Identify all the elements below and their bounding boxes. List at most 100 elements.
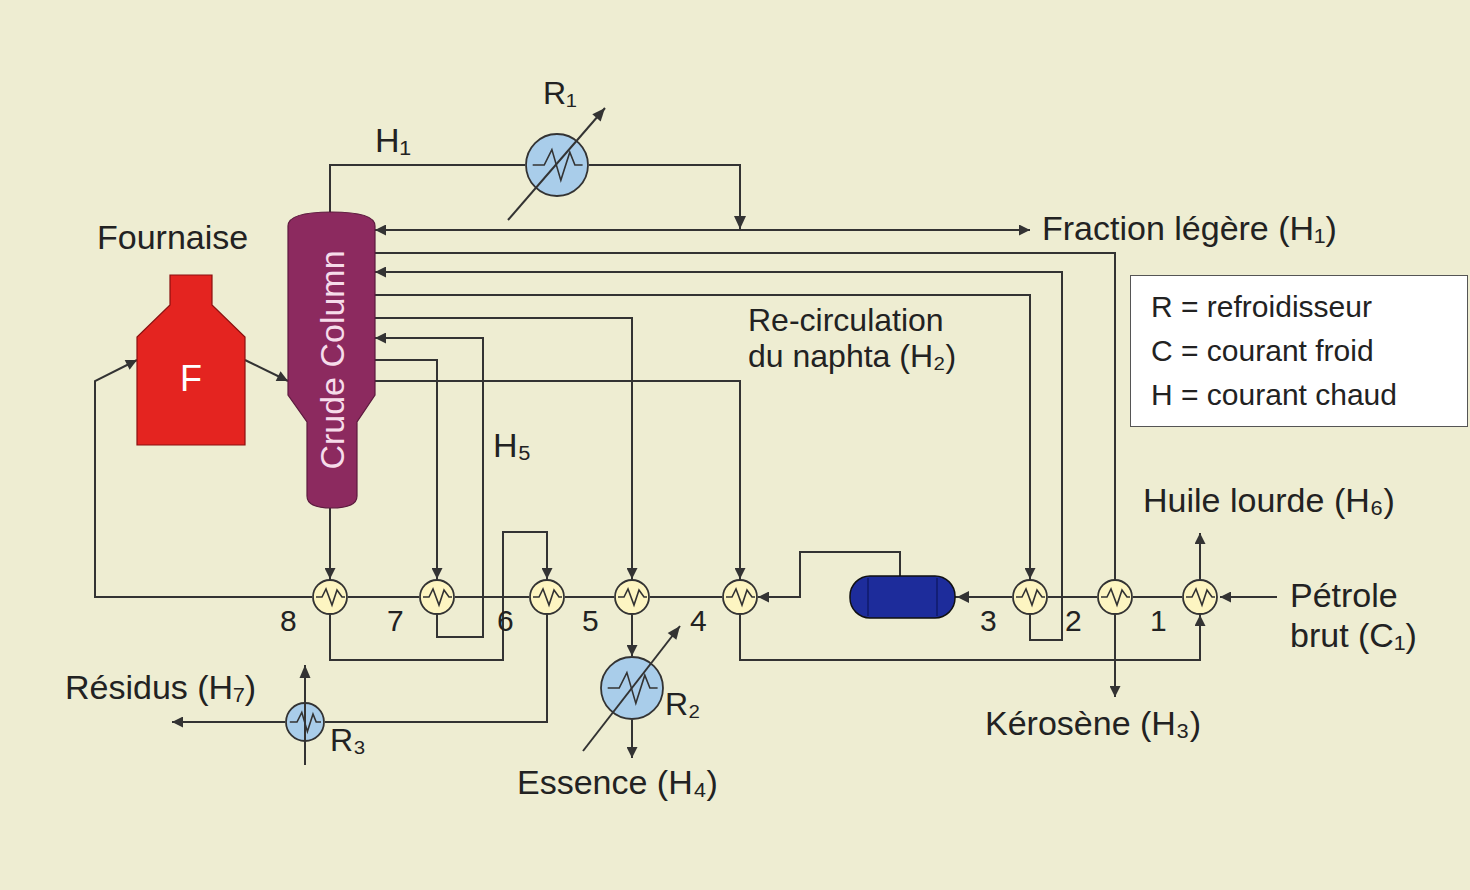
cooler-arrow [508,108,605,220]
cooler-symbol-shape [525,133,589,197]
pipe-connector [375,338,483,637]
product-line [740,229,1030,231]
pipe-connector [565,596,614,598]
exchanger-coil [316,589,345,605]
callout-number: 6 [497,603,514,638]
heat-exchanger: 4 [722,579,758,615]
exchanger-shell [1183,580,1217,614]
junction-arrowhead [734,216,746,229]
callout-number: 2 [1065,603,1082,638]
callout-number: 1 [1150,603,1167,638]
furnace-outline [137,275,245,445]
exchanger-shell [530,580,564,614]
exchanger-coil [423,589,452,605]
stream-label: Huile lourde (H₆) [1143,480,1395,520]
pipe-connector [330,532,547,660]
heat-exchanger-shape [1097,579,1133,615]
product-line [1199,533,1201,579]
callout-number: 7 [387,603,404,638]
stream-label: Re-circulation du naphta (H₂) [748,302,973,374]
callout-number: 3 [980,603,997,638]
cooler-symbol: R₁ [525,133,589,197]
product-line [172,721,285,723]
legend-entry: H = courant chaud [1151,373,1447,417]
stream-label: Pétrole brut (C₁) [1290,575,1440,655]
arrowhead [300,665,311,678]
pipe-connector [455,596,529,598]
heat-exchanger: 7 [419,579,455,615]
cooler-label: R₃ [330,722,366,760]
legend-entry: C = courant froid [1151,329,1447,373]
drum-band [867,578,869,616]
heat-exchanger-shape [312,579,348,615]
exchanger-shell [313,580,347,614]
exchanger-coil [618,589,647,605]
pipe-connector [325,615,547,722]
heat-exchanger: 2 [1097,579,1133,615]
callout-number: 4 [690,603,707,638]
legend-box: R = refroidisseurC = courant froidH = co… [1130,275,1468,427]
cooler-shell [526,134,588,196]
cooler-symbol: R₂ [600,656,664,720]
exchanger-coil [1101,589,1130,605]
furnace-heading: Fournaise [97,217,248,257]
exchanger-shell [420,580,454,614]
cooler-label: R₁ [543,75,577,113]
cooler-symbol-shape [285,702,325,742]
pipe-connector [348,596,419,598]
heat-exchanger: 6 [529,579,565,615]
cooler-symbol: R₃ [285,702,325,742]
stream-label: Essence (H₄) [517,762,718,802]
heat-exchanger-shape [529,579,565,615]
heat-exchanger: 5 [614,579,650,615]
column-label: Crude Column [311,250,351,469]
callout-number: 5 [582,603,599,638]
exchanger-shell [1098,580,1132,614]
exchanger-shell [1013,580,1047,614]
pipe-connector [245,360,288,381]
pipe-connector [330,165,525,212]
cooler-arrow [304,665,306,765]
legend-entry: R = refroidisseur [1151,285,1447,329]
drum-arrowhead [957,591,969,603]
heat-exchanger: 3 [1012,579,1048,615]
pipe-connector [375,360,437,579]
column-outline [288,212,375,508]
pipe-connector [375,272,1062,640]
stream-label: Kérosène (H₃) [985,703,1201,743]
pipe-connector [1133,596,1182,598]
pipe-connector [329,508,331,579]
exchanger-coil [1016,589,1045,605]
stream-label: H₁ [375,120,411,160]
exchanger-coil [1186,589,1215,605]
heat-exchanger-shape [419,579,455,615]
heat-exchanger-shape [1012,579,1048,615]
pipe-connector [375,253,1115,579]
heat-exchanger: 8 [312,579,348,615]
cooler-coil [533,150,583,181]
heat-exchanger: 1 [1182,579,1218,615]
feed-line [1220,596,1277,598]
cooler-label: R₂ [665,686,701,724]
pipe-connector [631,615,633,656]
heat-exchanger-shape [722,579,758,615]
product-line [631,720,633,758]
exchanger-coil [533,589,562,605]
furnace-box: FournaiseF [137,275,245,445]
callout-number: 8 [280,603,297,638]
pipe-connector [740,615,1200,660]
exchanger-shell [723,580,757,614]
stream-label: H₅ [493,425,531,465]
desalter-drum [850,576,955,618]
furnace-letter: F [137,358,245,400]
exchanger-shell [615,580,649,614]
pipe-connector [375,381,740,579]
heat-exchanger-shape [614,579,650,615]
exchanger-coil [726,589,755,605]
arrowhead [592,108,605,121]
cooler-symbol-shape [600,656,664,720]
stream-label: Résidus (H₇) [65,667,256,707]
heat-exchanger-shape [1182,579,1218,615]
stream-label: Fraction légère (H₁) [1042,208,1337,248]
product-line [1114,615,1116,697]
